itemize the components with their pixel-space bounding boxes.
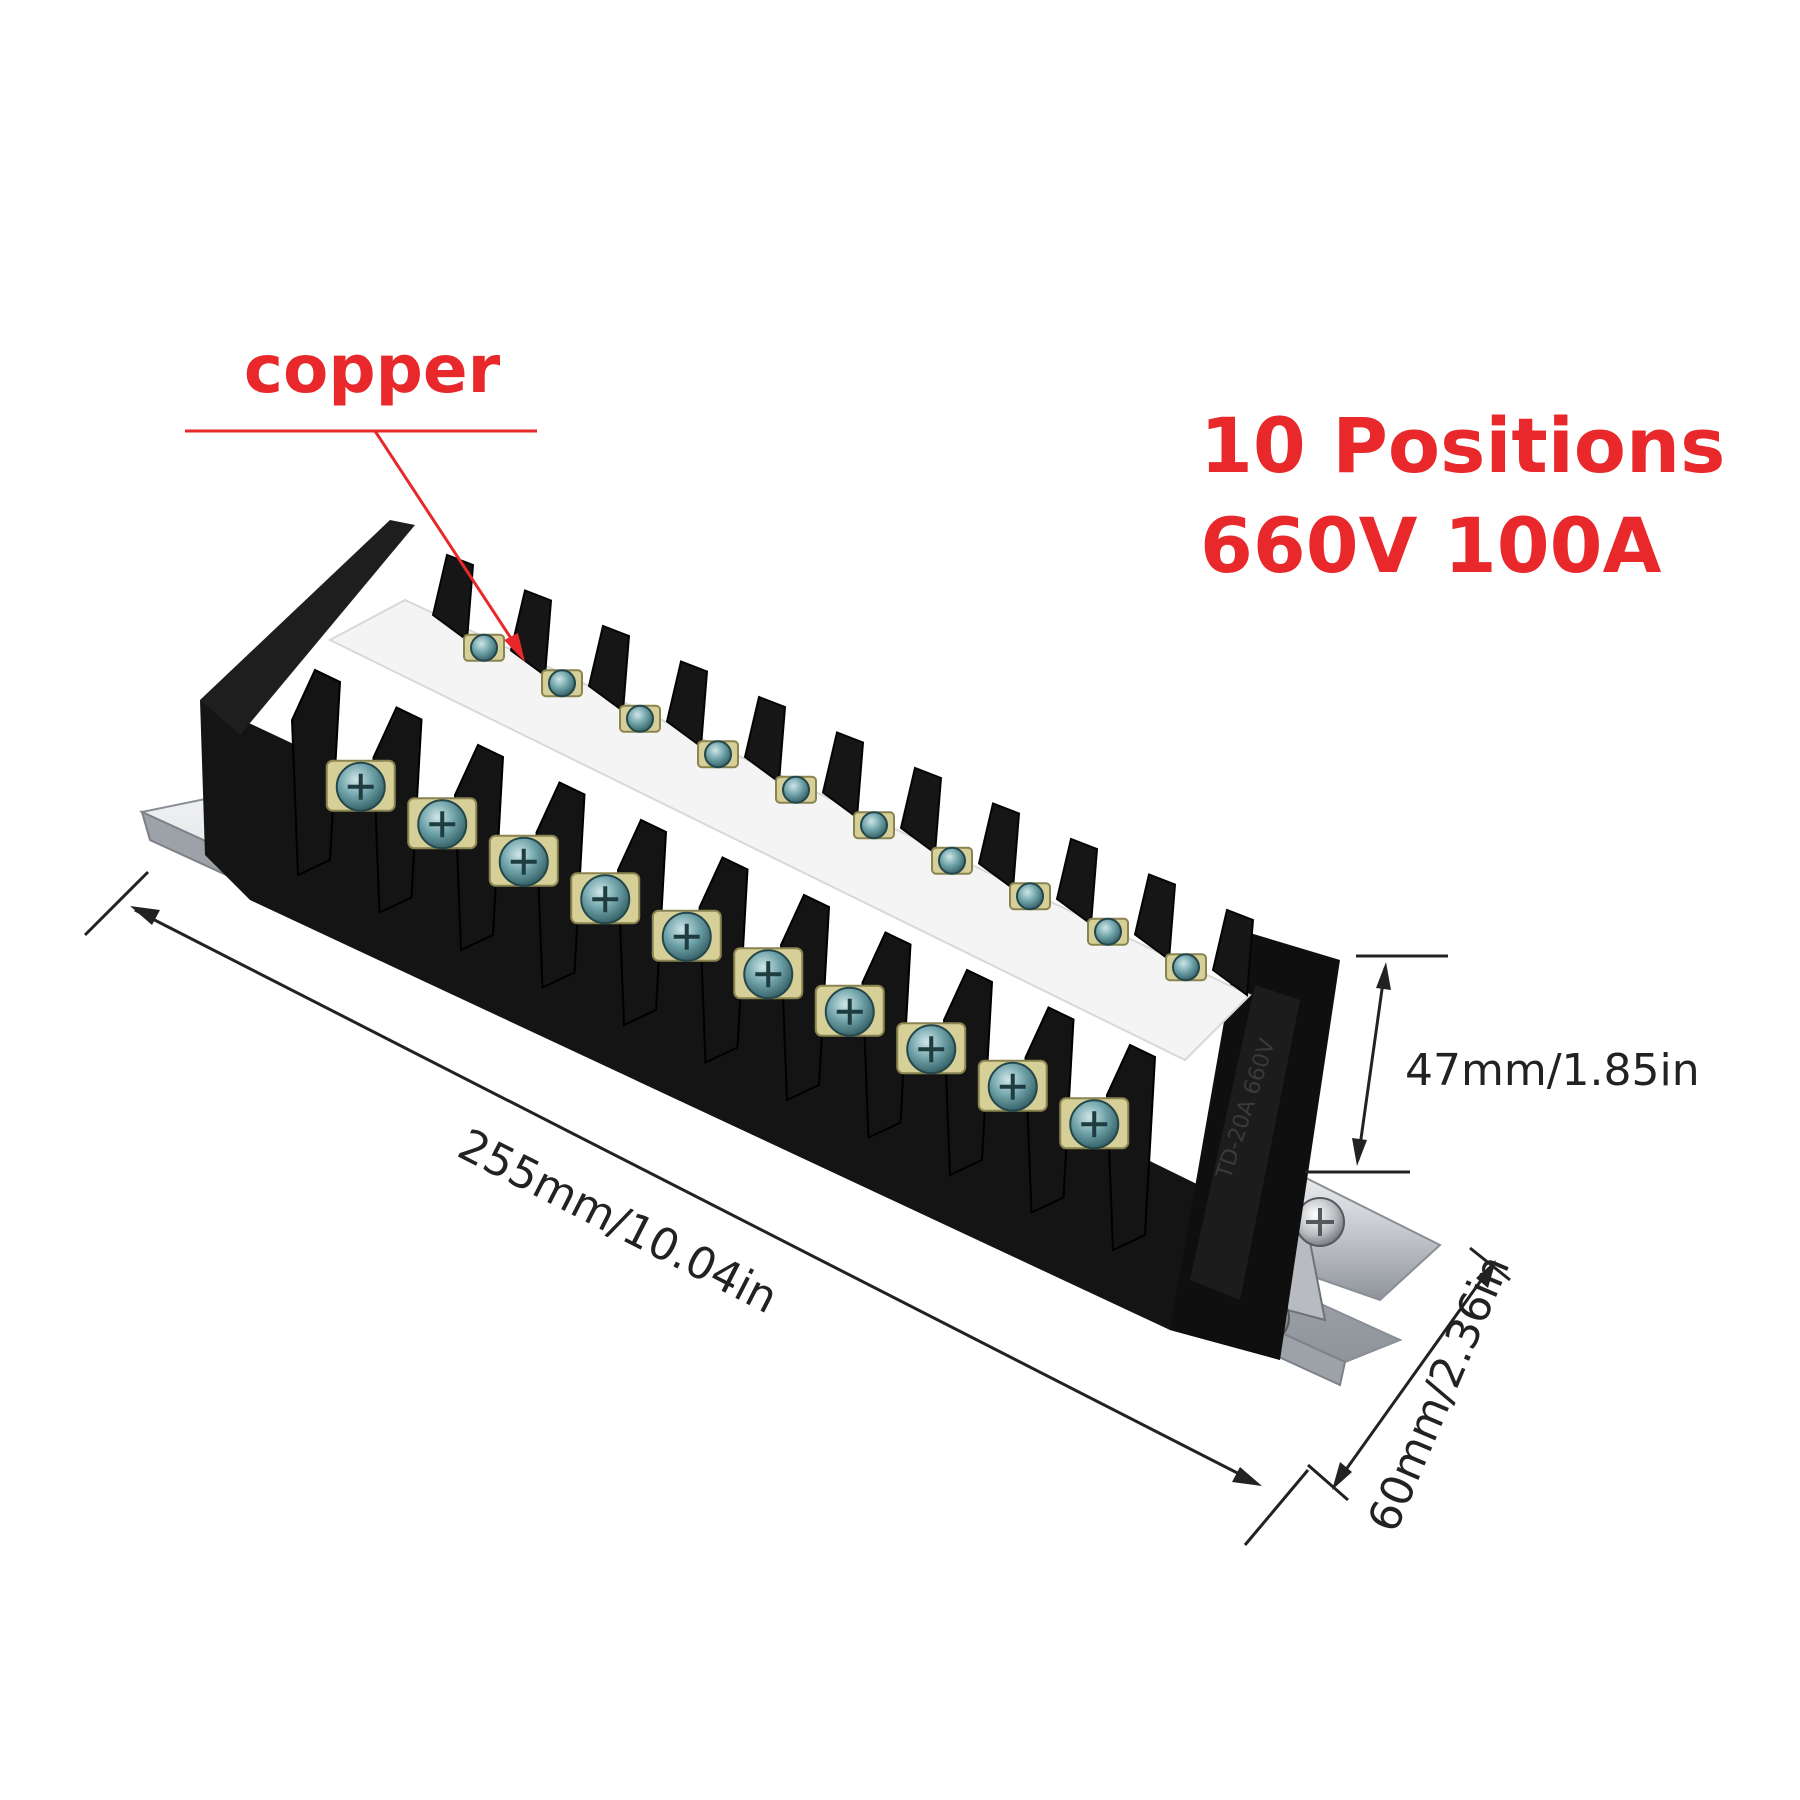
screw-slot-icon — [755, 961, 782, 988]
rating-label: 660V 100A — [1200, 501, 1662, 590]
arrow-up-icon — [1376, 962, 1391, 990]
length-extension-right — [1243, 1469, 1310, 1546]
back-divider-fin — [977, 802, 1021, 891]
screw-slot-icon — [429, 811, 456, 838]
width-extension-left — [1307, 1463, 1349, 1502]
back-divider-fin — [665, 660, 709, 749]
back-divider-fin — [1055, 837, 1099, 926]
length-dimension-line — [134, 908, 1256, 1484]
positions-label: 10 Positions — [1200, 401, 1725, 490]
width-dimension: 60mm/2.36in — [1307, 1246, 1520, 1539]
copper-callout: copper — [185, 331, 537, 662]
width-extension-right — [1469, 1246, 1511, 1282]
arrow-head-icon — [504, 633, 525, 662]
screw-slot-icon — [918, 1036, 945, 1063]
back-screw-icon — [548, 669, 576, 698]
back-screw-icon — [626, 704, 654, 733]
screw-slot-icon — [836, 998, 863, 1025]
back-screw-icon — [938, 846, 966, 875]
back-divider-fin — [1211, 908, 1255, 997]
back-divider-fin — [1133, 873, 1177, 962]
back-screw-icon — [704, 740, 732, 769]
height-label: 47mm/1.85in — [1405, 1045, 1700, 1096]
back-screw-icon — [1016, 882, 1044, 911]
screw-slot-icon — [999, 1073, 1026, 1100]
back-screw-icon — [860, 811, 888, 840]
height-dimension-line — [1356, 967, 1387, 1161]
terminal-positions — [325, 633, 1207, 1150]
width-dimension-line — [1333, 1264, 1494, 1486]
copper-label: copper — [244, 331, 501, 408]
back-screw-icon — [470, 633, 498, 662]
length-label: 255mm/10.04in — [450, 1119, 786, 1324]
screw-slot-icon — [592, 886, 619, 913]
label-strip — [327, 598, 1252, 1062]
height-dimension: 47mm/1.85in — [1305, 954, 1700, 1174]
arrow-right-icon — [1232, 1467, 1262, 1486]
back-divider-fin — [743, 695, 787, 784]
arrow-upper-icon — [1476, 1260, 1496, 1288]
front-divider-fin — [1105, 1043, 1157, 1252]
screw-slot-icon — [1081, 1111, 1108, 1138]
arrow-lower-icon — [1332, 1462, 1352, 1490]
back-screw-icon — [1172, 953, 1200, 982]
length-extension-left — [83, 870, 150, 937]
screw-slot-icon — [347, 773, 374, 800]
back-screw-icon — [1094, 917, 1122, 946]
arrow-left-icon — [130, 906, 160, 925]
back-divider-fin — [821, 731, 865, 820]
back-divider-fin — [899, 766, 943, 855]
mounting-screw-top-icon — [1295, 1197, 1345, 1247]
screw-slot-icon — [673, 923, 700, 950]
back-screw-icon — [782, 775, 810, 804]
divider-fins — [290, 553, 1255, 1252]
back-divider-fin — [431, 553, 475, 642]
back-divider-fin — [587, 624, 631, 713]
arrow-down-icon — [1352, 1138, 1367, 1166]
copper-pointer-line — [373, 430, 522, 653]
screw-slot-icon — [510, 848, 537, 875]
